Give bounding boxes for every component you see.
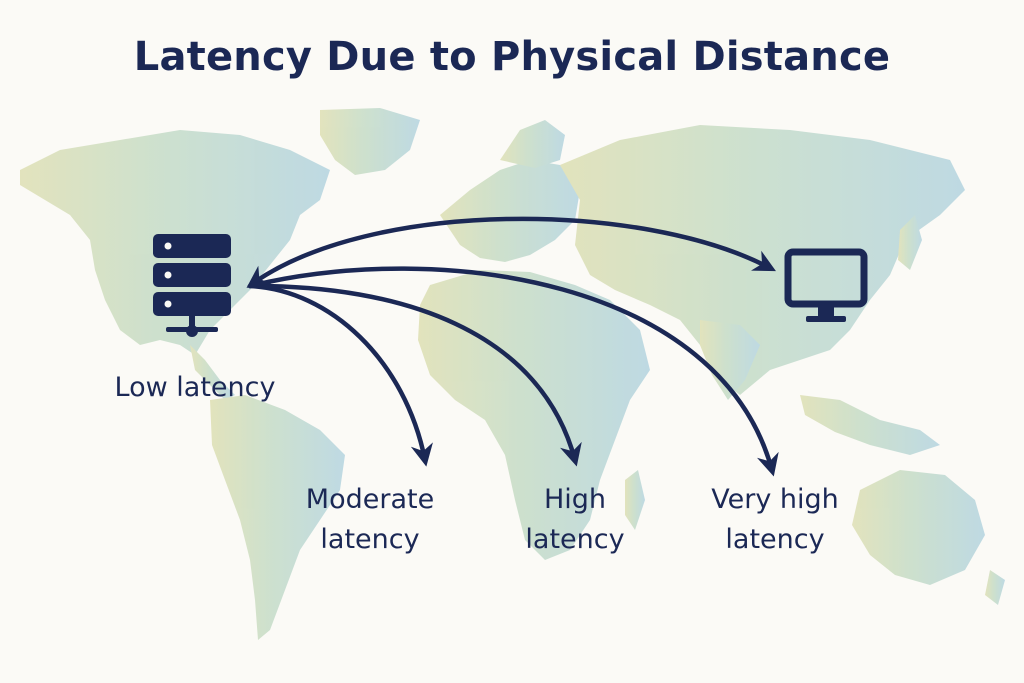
scandinavia (500, 120, 565, 168)
africa (418, 270, 650, 560)
south-america (210, 395, 345, 640)
new-zealand (985, 570, 1005, 605)
greenland (320, 108, 420, 175)
arrow-to-east-africa (247, 283, 582, 467)
high-latency-line1: High (543, 484, 607, 515)
arrow-to-far-east (247, 266, 779, 477)
monitor-icon (784, 248, 868, 322)
server-icon (153, 234, 231, 337)
very-high-latency-line2: latency (725, 524, 825, 555)
moderate-latency-line1: Moderate (305, 484, 435, 515)
high-latency-line2: latency (525, 524, 625, 555)
low-latency-label: Low latency (95, 368, 295, 408)
moderate-latency-line2: latency (320, 524, 420, 555)
moderate-latency-label: Moderate latency (280, 480, 460, 560)
europe (440, 160, 580, 262)
central-america (190, 345, 235, 400)
india (700, 320, 760, 400)
low-latency-text: Low latency (114, 372, 276, 403)
madagascar (625, 470, 645, 530)
high-latency-label: High latency (500, 480, 650, 560)
continents (20, 108, 1005, 640)
page-title: Latency Due to Physical Distance (133, 34, 891, 80)
japan (898, 215, 922, 270)
latency-arrows (246, 216, 779, 477)
arrow-to-asia (246, 216, 776, 288)
very-high-latency-line1: Very high (711, 484, 839, 515)
southeast-asia (800, 395, 940, 455)
very-high-latency-label: Very high latency (690, 480, 860, 560)
arrow-to-europe-africa (247, 283, 433, 467)
australia (852, 470, 985, 585)
